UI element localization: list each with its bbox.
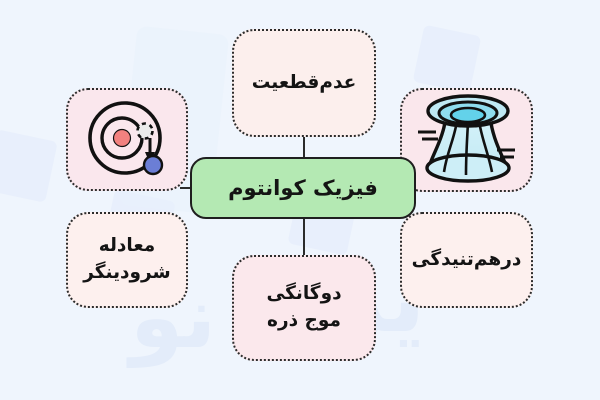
connector-center-to-bottom: [303, 216, 305, 258]
watermark-shape: [0, 129, 58, 203]
connector-top-to-center: [303, 132, 305, 160]
node-wormhole-illustration[interactable]: [400, 88, 533, 192]
watermark-shape: [412, 24, 482, 94]
node-uncertainty-label: عدم‌قطعیت: [251, 71, 357, 93]
node-schrodinger-equation[interactable]: معادله شرودینگر: [66, 212, 188, 308]
atom-orbital-icon: [68, 90, 186, 189]
node-wave-particle-duality-label: دوگانگی موج ذره: [266, 283, 342, 331]
node-entanglement[interactable]: درهم‌تنیدگی: [400, 212, 533, 308]
node-uncertainty[interactable]: عدم‌قطعیت: [232, 29, 376, 137]
node-center-label: فیزیک کوانتوم: [228, 175, 378, 200]
node-center-quantum-physics[interactable]: فیزیک کوانتوم: [190, 157, 416, 219]
node-schrodinger-equation-label: معادله شرودینگر: [83, 235, 171, 283]
node-wave-particle-duality[interactable]: دوگانگی موج ذره: [232, 255, 376, 361]
connector-topleft-to-center: [180, 187, 196, 189]
node-atom-illustration[interactable]: [66, 88, 188, 191]
node-entanglement-label: درهم‌تنیدگی: [411, 248, 522, 270]
wormhole-icon: [402, 90, 531, 190]
